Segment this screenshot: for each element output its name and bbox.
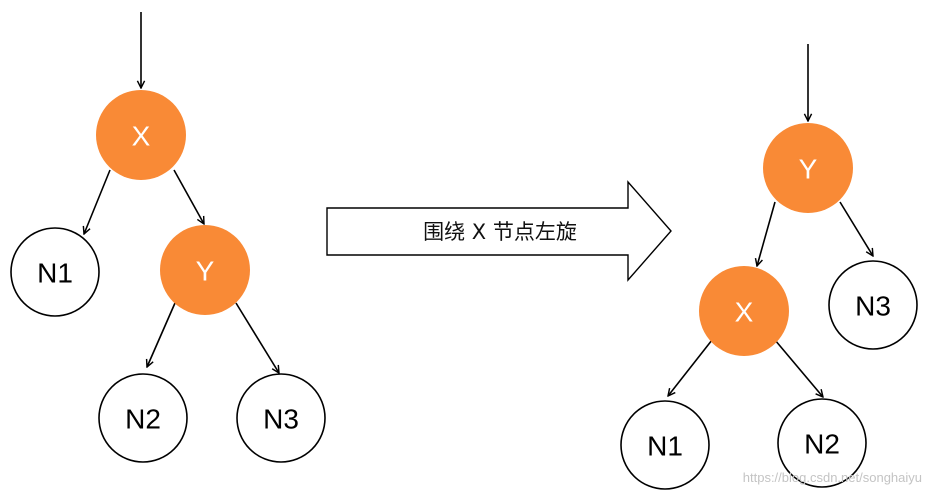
node-y-after: Y [763,123,853,213]
node-label: X [735,297,754,328]
edge-y-x-after [757,201,776,266]
node-label: N3 [263,404,299,435]
node-label: N2 [804,429,840,460]
rotation-caption: 围绕 X 节点左旋 [423,220,577,244]
node-y-before: Y [160,225,250,315]
node-circle [96,90,186,180]
node-label: Y [196,256,215,287]
edge-x-n1-before [84,169,111,234]
node-n3-before: N3 [236,373,326,463]
node-circle [236,373,326,463]
edge-y-n2-before [147,302,176,367]
tree-before: X N1 Y N2 N3 [10,12,326,463]
node-n2-before: N2 [98,373,188,463]
node-n2-after: N2 [777,398,867,488]
node-n3-after: N3 [828,260,918,350]
watermark-text: https://blog.csdn.net/songhaiyu [743,470,922,485]
node-label: N1 [37,258,73,289]
node-circle [699,266,789,356]
node-label: Y [799,154,818,185]
edge-x-y-before [173,169,204,224]
node-circle [160,225,250,315]
node-circle [777,398,867,488]
edge-x-n2-after [774,339,823,397]
node-label: N1 [647,431,683,462]
node-x-before: X [96,90,186,180]
node-x-after: X [699,266,789,356]
node-n1-before: N1 [10,227,100,317]
node-label: N2 [125,404,161,435]
edge-y-n3-before [235,302,279,373]
node-circle [620,400,710,490]
node-n1-after: N1 [620,400,710,490]
edge-x-n1-after [668,339,713,396]
node-circle [763,123,853,213]
node-circle [10,227,100,317]
rotation-arrow: 围绕 X 节点左旋 [326,180,672,282]
node-circle [828,260,918,350]
node-circle [98,373,188,463]
edge-y-n3-after [839,201,873,256]
tree-after: Y X N3 N1 N2 [620,44,918,490]
node-label: N3 [855,291,891,322]
node-label: X [132,121,151,152]
block-arrow-shape [326,180,672,282]
